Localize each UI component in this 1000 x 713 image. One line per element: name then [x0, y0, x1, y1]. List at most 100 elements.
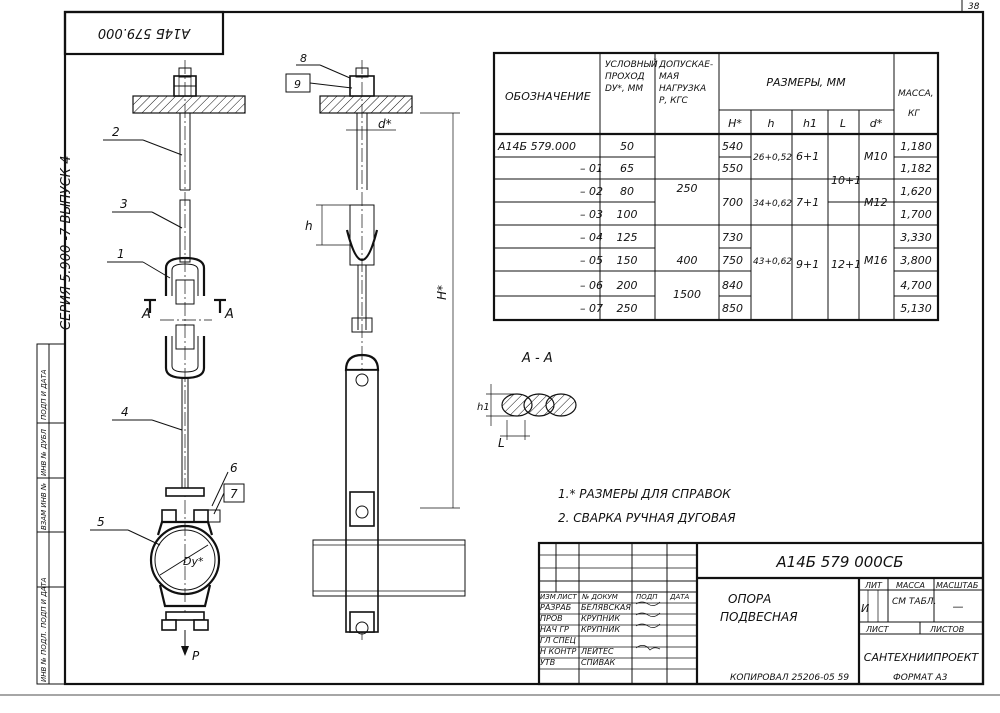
- part-6-label: 6: [230, 461, 238, 475]
- hdr-dim-d: d*: [870, 117, 883, 130]
- tb-mass-value: СМ ТАБЛ.: [892, 597, 936, 607]
- row7-mass: 5,130: [900, 302, 932, 315]
- h1-section-label: h1: [477, 402, 490, 413]
- role-5: УТВ: [540, 658, 555, 667]
- dy-label: Dу*: [183, 555, 204, 568]
- h1-9: 9+1: [796, 258, 819, 271]
- role-4: Н КОНТР: [540, 647, 576, 656]
- hdr-mass-1: КГ: [908, 109, 920, 119]
- strip-label-3: ИНВ № ДУБЛ: [40, 428, 48, 476]
- col-podp: ПОДП: [636, 593, 658, 601]
- L-10: 10+1: [831, 174, 861, 187]
- part-2-label: 2: [112, 125, 120, 139]
- name-1: КРУПНИК: [581, 614, 620, 623]
- col-izm: ИЗМ: [540, 593, 556, 601]
- side-view: 8 9 d* h Н*: [285, 52, 466, 640]
- hdr-dim-L: L: [840, 117, 846, 130]
- row2-designation: – 02: [580, 185, 603, 198]
- row4-dn: 125: [617, 231, 638, 244]
- tb-mass-label: МАССА: [896, 581, 925, 590]
- part-7-label: 7: [230, 487, 238, 501]
- note-2: 2. СВАРКА РУЧНАЯ ДУГОВАЯ: [558, 511, 736, 525]
- d-star-label: d*: [378, 117, 392, 131]
- hdr-dim-h1: h1: [803, 117, 817, 130]
- hdr-dim-H: H*: [728, 117, 742, 130]
- name-2: КРУПНИК: [581, 625, 620, 634]
- load-250: 250: [677, 182, 698, 195]
- strip-label-2: ВЗАМ ИНВ №: [40, 483, 48, 530]
- tb-lit-label: ЛИТ: [864, 581, 883, 590]
- doc-code-box: [63, 10, 225, 56]
- hdr-dn-0: УСЛОВНЫЙ: [605, 58, 658, 70]
- row5-designation: – 05: [580, 254, 603, 267]
- h-43: 43+0,62: [753, 257, 792, 267]
- row7-H: 850: [722, 302, 743, 315]
- tb-sheet-label: ЛИСТ: [865, 625, 890, 634]
- name-0: БЕЛЯВСКАЯ: [581, 603, 631, 612]
- strip-label-1: ПОДП И ДАТА: [40, 577, 48, 628]
- series-label: СЕРИЯ 5.900 -7 ВЫПУСК 4: [59, 156, 74, 330]
- front-view: А А Р Dу*: [132, 60, 246, 663]
- role-3: ГЛ СПЕЦ: [540, 636, 576, 645]
- load-p-label: Р: [192, 649, 200, 663]
- part-1-label: 1: [117, 247, 125, 261]
- section-cut-a-left: А: [141, 307, 151, 322]
- part-leaders: 2 3 1 4 5 6 7: [90, 125, 245, 546]
- row7-dn: 250: [617, 302, 638, 315]
- row0-H: 540: [722, 140, 743, 153]
- row5-mass: 3,800: [900, 254, 932, 267]
- row0-dn: 50: [620, 140, 634, 153]
- h-34: 34+0,62: [753, 199, 792, 209]
- col-date: ДАТА: [669, 593, 690, 601]
- row1-designation: – 01: [580, 162, 603, 175]
- row6-dn: 200: [617, 279, 638, 292]
- part-5-label: 5: [97, 515, 105, 529]
- h-dim-label: h: [305, 219, 313, 233]
- hdr-load-2: НАГРУЗКА: [659, 84, 706, 94]
- note-1: 1.* РАЗМЕРЫ ДЛЯ СПРАВОК: [558, 487, 731, 501]
- row3-dn: 100: [617, 208, 638, 221]
- row6-H: 840: [722, 279, 743, 292]
- row1-mass: 1,182: [900, 162, 932, 175]
- row6-mass: 4,700: [900, 279, 932, 292]
- section-aa: А - А h1 L: [477, 351, 577, 450]
- hdr-dn-2: DУ*, ММ: [605, 84, 643, 94]
- doc-code-rotated: А14Б 579.000: [98, 25, 191, 40]
- tb-scale-value: —: [953, 600, 964, 613]
- strip-label-0: ИНВ № ПОДЛ.: [40, 631, 48, 682]
- row5-dn: 150: [617, 254, 638, 267]
- row4-mass: 3,330: [900, 231, 932, 244]
- footer-format: ФОРМАТ А3: [893, 673, 948, 683]
- tb-lit-value: И: [861, 602, 869, 615]
- part-8-label: 8: [300, 52, 307, 65]
- section-aa-label: А - А: [521, 351, 553, 366]
- role-0: РАЗРАБ: [540, 603, 572, 612]
- hdr-load-0: ДОПУСКАЕ-: [658, 60, 713, 70]
- hdr-mass-0: МАССА,: [898, 89, 934, 99]
- d-m16: М16: [864, 254, 888, 267]
- notes: 1.* РАЗМЕРЫ ДЛЯ СПРАВОК 2. СВАРКА РУЧНАЯ…: [558, 487, 736, 525]
- row7-designation: – 07: [580, 302, 603, 315]
- row1-H: 550: [722, 162, 743, 175]
- h1-6: 6+1: [796, 150, 819, 163]
- tb-scale-label: МАСШТАБ: [936, 581, 979, 590]
- load-400: 400: [677, 254, 698, 267]
- name-5: СПИВАК: [581, 658, 616, 667]
- strip-label-4: ПОДП И ДАТА: [40, 369, 48, 420]
- tb-name-1: ПОДВЕСНАЯ: [720, 610, 798, 624]
- role-2: НАЧ ГР: [540, 625, 569, 634]
- row3-mass: 1,700: [900, 208, 932, 221]
- footer-copied: КОПИРОВАЛ 25206-05 59: [730, 673, 849, 683]
- tb-name-0: ОПОРА: [728, 592, 771, 606]
- tb-sheets-label: ЛИСТОВ: [929, 625, 964, 634]
- h-star-label: Н*: [435, 285, 449, 300]
- row0-designation: А14Б 579.000: [497, 140, 576, 153]
- footer: КОПИРОВАЛ 25206-05 59 ФОРМАТ А3: [730, 673, 948, 683]
- row6-designation: – 06: [580, 279, 603, 292]
- row4-designation: – 04: [580, 231, 603, 244]
- row1-dn: 65: [620, 162, 634, 175]
- hdr-dim-h: h: [768, 117, 775, 130]
- d-m12: М12: [864, 196, 888, 209]
- col-list: ЛИСТ: [556, 593, 577, 601]
